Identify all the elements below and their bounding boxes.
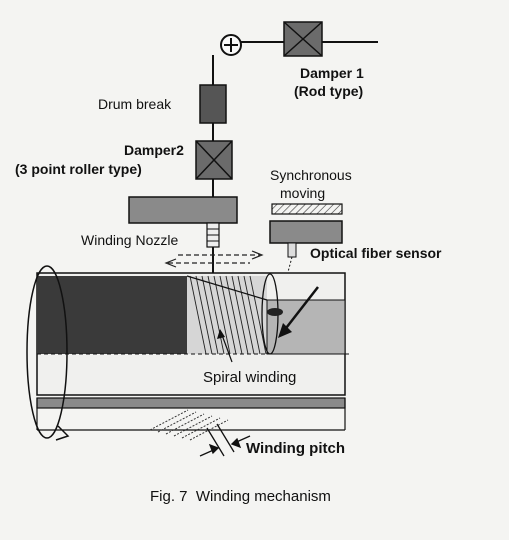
- damper1-type-label: (Rod type): [294, 83, 364, 99]
- sync-moving-label-line2: moving: [280, 185, 326, 201]
- spiral-winding-label: Spiral winding: [203, 369, 297, 386]
- winding-nozzle: [206, 222, 220, 248]
- winding-pitch-label: Winding pitch: [246, 440, 346, 457]
- figure-caption: Fig. 7 Winding mechanism: [150, 488, 331, 505]
- nozzle-holder-plate: [128, 196, 238, 224]
- optical-fiber-sensor: [269, 220, 343, 273]
- sync-moving-label-line1: Synchronous: [270, 167, 352, 183]
- damper2-type-label: (3 point roller type): [15, 161, 142, 177]
- sync-moving-bar: [271, 203, 343, 215]
- winding-nozzle-label: Winding Nozzle: [81, 232, 179, 248]
- sensor-target: [267, 308, 283, 316]
- damper1-box: [283, 21, 323, 57]
- winding-pitch-arrows: [199, 423, 251, 457]
- pitch-strip: [149, 409, 229, 441]
- optical-sensor-label: Optical fiber sensor: [310, 245, 442, 261]
- damper2-label: Damper2: [124, 142, 184, 158]
- drum: [36, 272, 350, 431]
- drum-break-box: [199, 84, 227, 124]
- damper2-box: [195, 140, 233, 180]
- drum-break-label: Drum break: [98, 96, 172, 112]
- damper1-label: Damper 1: [300, 65, 364, 81]
- spiral-winding-arrow: [217, 329, 233, 363]
- traverse-arrows: [164, 250, 264, 268]
- rotation-arrow-left: [26, 265, 70, 441]
- sensor-arrow: [278, 286, 319, 338]
- pulley-icon: [220, 34, 242, 56]
